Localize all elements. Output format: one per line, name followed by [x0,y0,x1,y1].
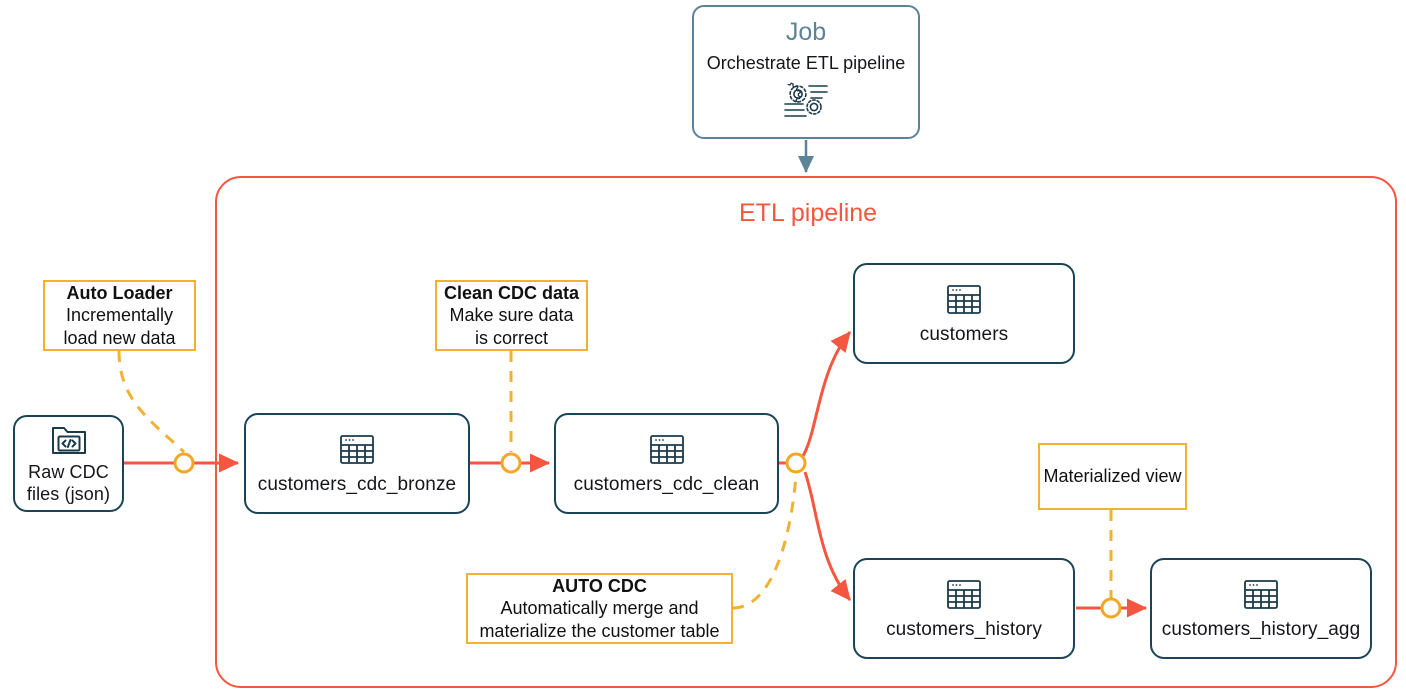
table-icon [945,577,983,613]
node-customers-cdc-clean[interactable]: customers_cdc_clean [554,413,779,514]
note-materialized-view: Materialized view [1038,443,1187,510]
note-clean-cdc-data: Clean CDC data Make sure data is correct [435,280,588,351]
job-title: Job [785,18,827,46]
folder-code-icon [49,422,89,456]
table-icon [648,432,686,468]
etl-pipeline-container [215,176,1397,688]
note-title-auto-cdc: AUTO CDC [552,575,647,596]
node-label-customers-history-agg: customers_history_agg [1161,618,1361,640]
note-body-auto-loader: Incrementally load new data [63,305,176,348]
note-title-auto-loader: Auto Loader [66,282,173,303]
node-customers[interactable]: customers [853,263,1075,364]
table-icon [338,432,376,468]
etl-pipeline-title: ETL pipeline [739,199,878,227]
node-label-customers: customers [919,323,1009,345]
node-raw-cdc-files[interactable]: Raw CDC files (json) [13,415,124,512]
node-customers-history[interactable]: customers_history [853,558,1075,659]
node-customers-cdc-bronze[interactable]: customers_cdc_bronze [244,413,470,514]
node-label-customers-cdc-bronze: customers_cdc_bronze [257,473,457,495]
note-body-clean-cdc-data: Make sure data is correct [449,305,574,348]
note-body-materialized-view: Materialized view [1043,466,1182,487]
note-auto-loader: Auto Loader Incrementally load new data [43,280,196,351]
table-icon [945,282,983,318]
note-auto-cdc: AUTO CDC Automatically merge and materia… [466,573,733,644]
gears-icon [782,82,830,120]
note-connector-auto-loader [117,350,186,454]
job-box[interactable]: Job Orchestrate ETL pipeline [692,5,920,139]
note-body-auto-cdc: Automatically merge and materialize the … [479,598,720,641]
note-title-clean-cdc-data: Clean CDC data [443,282,580,303]
job-subtitle: Orchestrate ETL pipeline [706,52,906,73]
node-label-customers-history: customers_history [886,618,1042,640]
node-customers-history-agg[interactable]: customers_history_agg [1150,558,1372,659]
table-icon [1242,577,1280,613]
joint-auto-loader [173,452,195,474]
node-label-customers-cdc-clean: customers_cdc_clean [573,473,760,495]
node-label-raw-cdc-files: Raw CDC files (json) [26,461,111,504]
